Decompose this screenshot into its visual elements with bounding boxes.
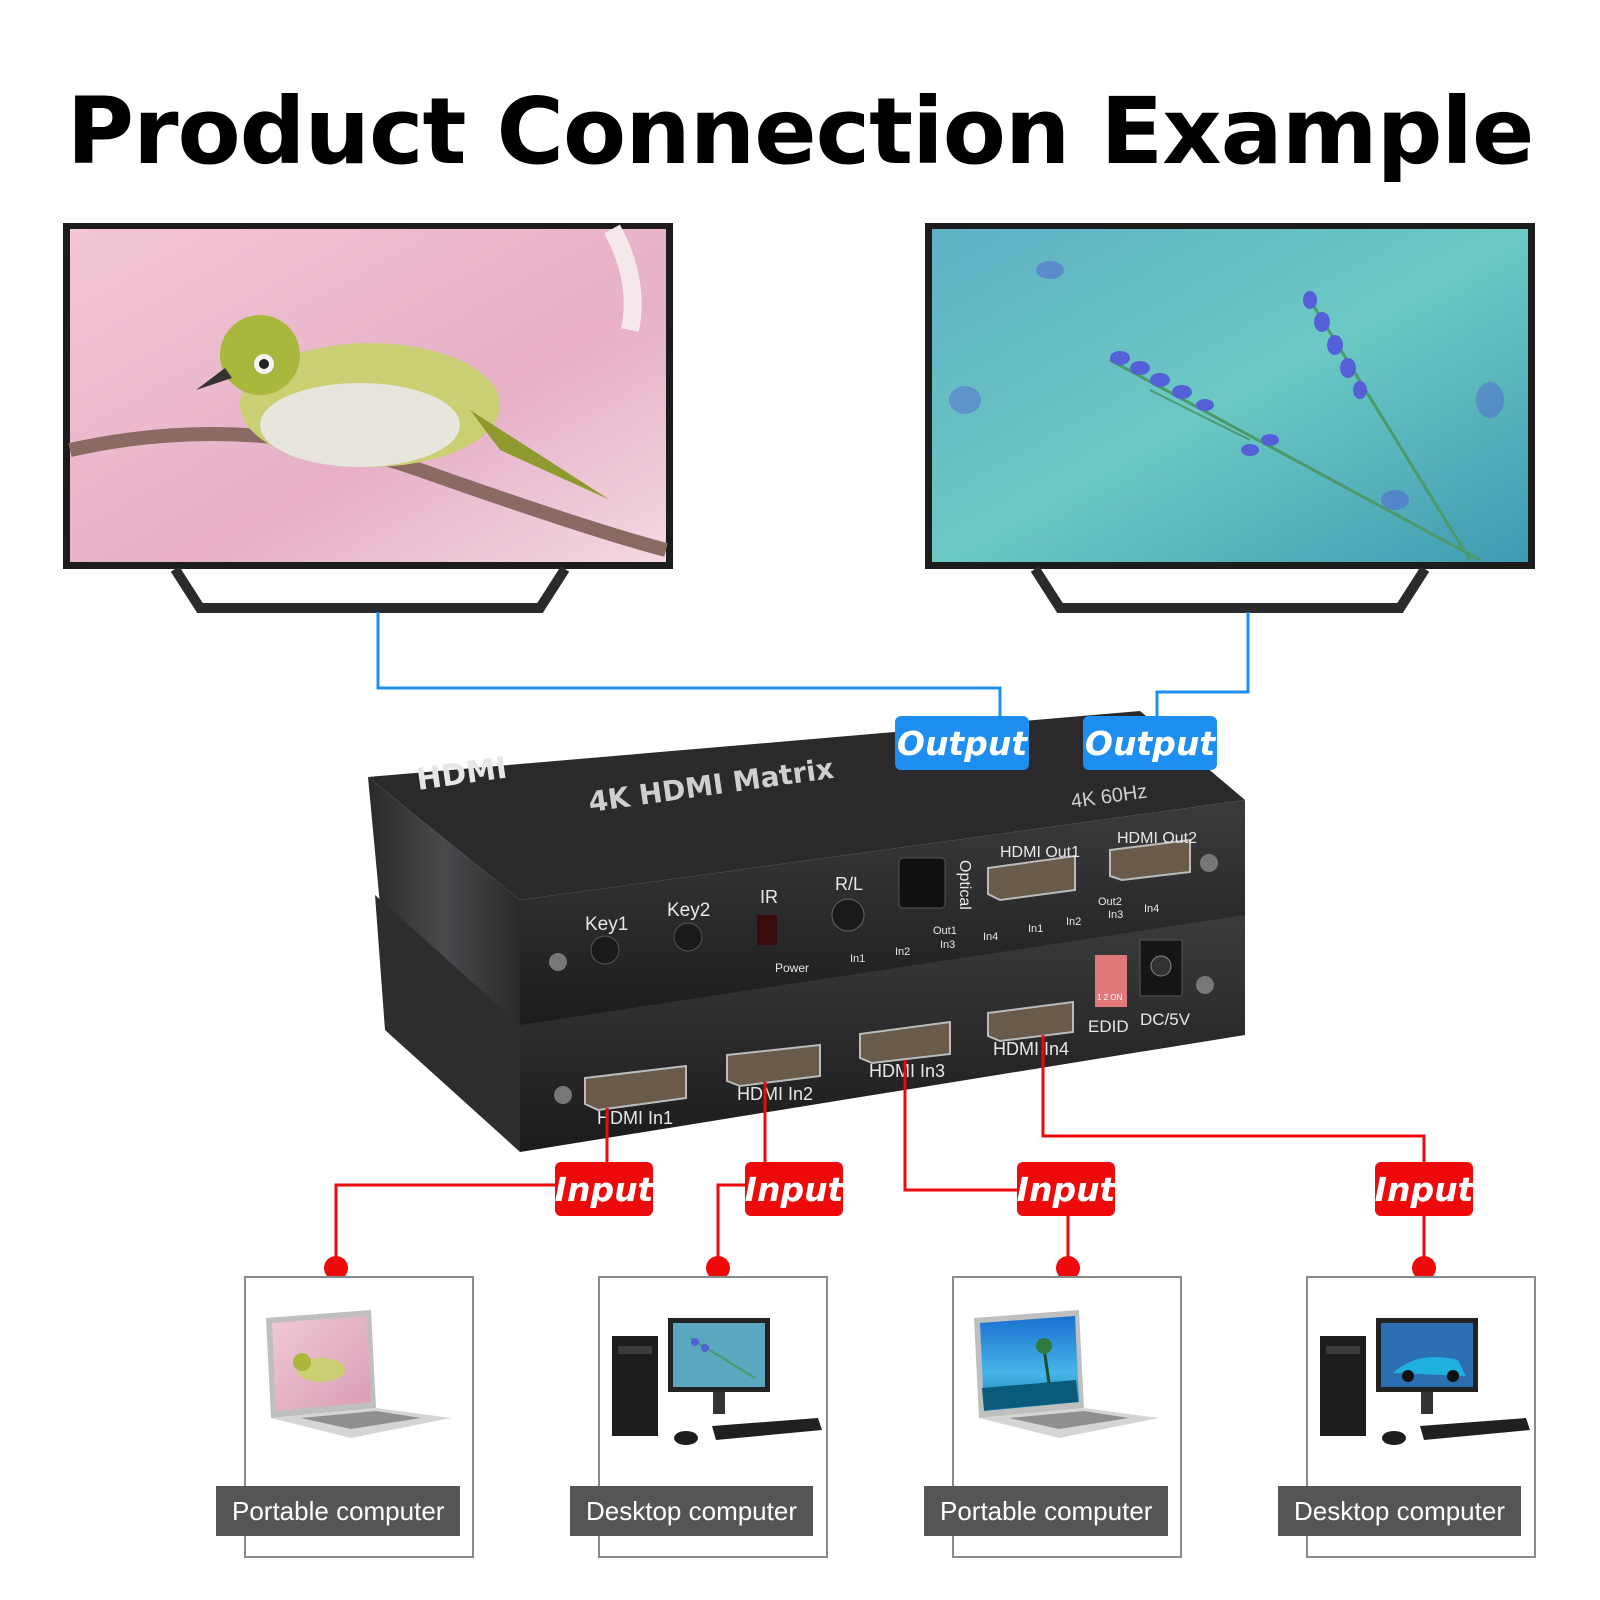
edid-label: EDID [1088,1017,1129,1036]
desktop-image [1320,1318,1530,1445]
led-label: In1 [1028,923,1043,935]
desktop-image [612,1318,822,1445]
led-label: Out2 [1098,896,1122,908]
optical-port [898,857,946,909]
optical-label: Optical [956,860,973,910]
led-label: Out1 [933,925,957,937]
key2-button [673,922,703,952]
source-label-4: Desktop computer [1278,1486,1521,1536]
led-label: In2 [895,946,910,958]
input-label-2: Input [745,1162,843,1216]
input-label-4: Input [1375,1162,1473,1216]
led-label: In4 [983,931,998,943]
hdmi-in3-port [859,1020,951,1065]
bird-image [196,315,610,500]
hdmi-in4-port [987,1000,1074,1043]
in4-label: HDMI In4 [993,1039,1069,1059]
in3-label: HDMI In3 [869,1061,945,1081]
hdmi-out2-port [1109,838,1191,882]
output-label-2: Output [1083,716,1217,770]
out2-label: HDMI Out2 [1117,830,1197,847]
lavender-image [949,261,1504,562]
tv-right [925,223,1535,613]
rl-label: R/L [835,874,863,894]
ir-label: IR [760,887,778,907]
source-card-3: Portable computer [924,1276,1182,1558]
source-label-2: Desktop computer [570,1486,813,1536]
hdmi-in2-port [726,1043,821,1088]
input-label-1: Input [555,1162,653,1216]
source-label-1: Portable computer [216,1486,461,1536]
laptop-image [974,1310,1159,1438]
source-card-2: Desktop computer [570,1276,828,1558]
led-label: In2 [1066,916,1081,928]
tv-left [63,223,673,613]
led-label: In3 [940,939,955,951]
key2-label: Key2 [667,900,710,921]
edid-dip-switch [1095,955,1127,1007]
led-label: In3 [1108,909,1123,921]
hdmi-matrix-device: HDMI 4K HDMI Matrix 4K 60Hz Key1 Key2 IR… [368,711,1245,1152]
led-label: In1 [850,953,865,965]
dip-label: 1 2 ON [1097,993,1123,1002]
rl-button [831,898,865,932]
led-label: In4 [1144,903,1159,915]
laptop-image [266,1310,451,1438]
out1-label: HDMI Out1 [1000,844,1080,861]
source-label-3: Portable computer [924,1486,1169,1536]
page-title: Product Connection Example [66,78,1535,185]
key1-button [590,935,620,965]
power-label: Power [775,961,809,975]
input-connection-dots [324,1256,1436,1280]
dc-label: DC/5V [1140,1010,1191,1029]
in2-label: HDMI In2 [737,1084,813,1104]
output-label-1: Output [895,716,1029,770]
hdmi-out1-port [987,854,1076,902]
source-card-1: Portable computer [216,1276,474,1558]
ir-window [757,915,777,945]
hdmi-in1-port [584,1064,687,1112]
source-card-4: Desktop computer [1278,1276,1536,1558]
key1-label: Key1 [585,914,628,935]
in1-label: HDMI In1 [597,1108,673,1128]
tv-right-screen [932,229,1528,562]
input-label-3: Input [1017,1162,1115,1216]
